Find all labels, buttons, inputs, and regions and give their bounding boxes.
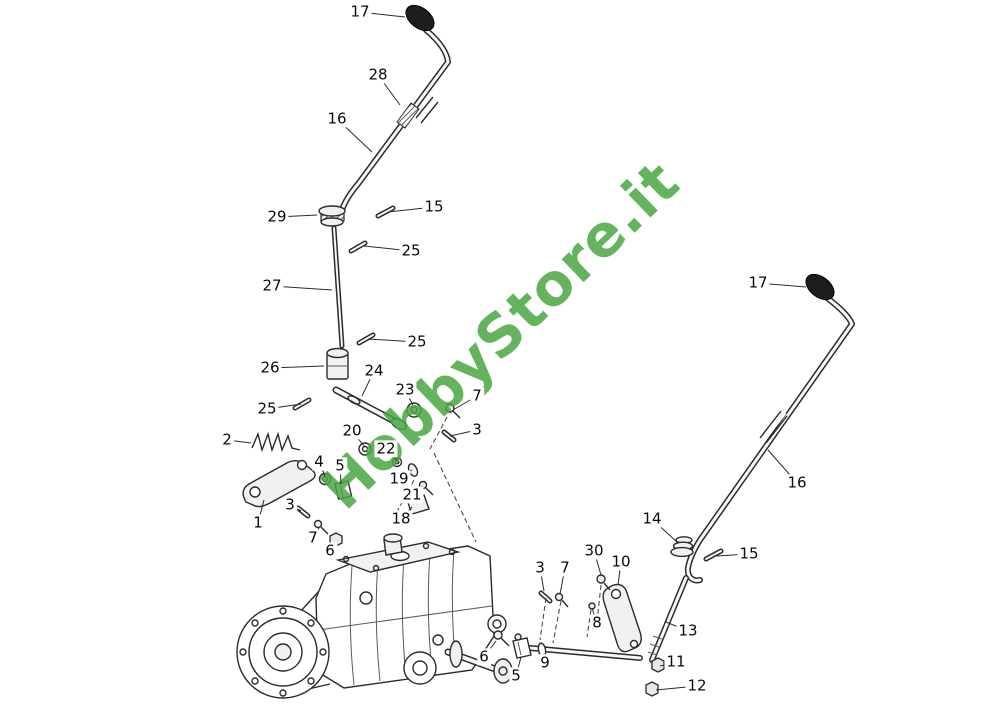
part-pin-25-c	[292, 397, 312, 411]
alignment-dash	[539, 597, 547, 641]
callout-8: 8	[590, 613, 604, 632]
callout-25: 25	[405, 332, 429, 351]
part-link-rod	[527, 645, 643, 661]
callout-21: 21	[400, 485, 424, 504]
part-bolt-7-a	[445, 403, 461, 419]
callout-3: 3	[533, 558, 547, 577]
callout-25: 25	[399, 241, 423, 260]
callout-6: 6	[477, 647, 491, 666]
part-pin-25-b	[356, 332, 376, 346]
callout-2: 2	[220, 430, 234, 449]
callout-22: 22	[374, 439, 398, 458]
callout-12: 12	[685, 676, 709, 695]
part-washer-22	[391, 456, 403, 468]
part-lever-bracket-10	[602, 583, 642, 653]
part-lever-1	[242, 459, 316, 508]
callout-7: 7	[558, 558, 572, 577]
callout-30: 30	[582, 541, 606, 560]
part-rod-13	[647, 575, 689, 663]
callout-17: 17	[348, 2, 372, 21]
callout-28: 28	[366, 65, 390, 84]
callout-7: 7	[306, 528, 320, 547]
callout-16: 16	[325, 109, 349, 128]
callout-7: 7	[470, 386, 484, 405]
part-bolt-7-b	[313, 519, 329, 535]
callout-14: 14	[640, 509, 664, 528]
callout-18: 18	[389, 509, 413, 528]
part-pin-15-right	[703, 548, 724, 562]
callout-19: 19	[387, 469, 411, 488]
part-cap-29	[318, 205, 346, 227]
part-shaft-24	[332, 386, 408, 431]
callout-15: 15	[737, 544, 761, 563]
part-knob-right-17	[805, 273, 835, 301]
callout-13: 13	[676, 621, 700, 640]
part-rod-27	[331, 225, 345, 349]
callout-25: 25	[255, 399, 279, 418]
alignment-dash	[433, 452, 477, 543]
part-clevis-5-b	[512, 633, 532, 659]
alignment-dash	[552, 600, 562, 644]
rod-break-marks-right	[759, 410, 788, 444]
callout-5: 5	[509, 666, 523, 685]
callout-23: 23	[393, 380, 417, 399]
callout-5: 5	[333, 456, 347, 475]
part-spring-2	[251, 431, 301, 453]
alignment-dash	[429, 416, 448, 450]
part-ring-20	[358, 442, 372, 456]
part-pin-25-a	[348, 240, 368, 254]
part-pin-3-c	[538, 590, 553, 604]
callout-3: 3	[470, 420, 484, 439]
part-knob-left-17	[405, 4, 435, 32]
callout-26: 26	[258, 358, 282, 377]
part-grip-band-28	[396, 102, 420, 129]
part-bushing-26	[326, 347, 349, 380]
callout-9: 9	[538, 653, 552, 672]
callout-3: 3	[283, 495, 297, 514]
callout-27: 27	[260, 276, 284, 295]
callout-20: 20	[340, 421, 364, 440]
callout-15: 15	[422, 197, 446, 216]
part-nut-12	[645, 681, 659, 697]
callout-24: 24	[362, 361, 386, 380]
part-pin-3-b	[295, 505, 311, 519]
callout-10: 10	[609, 552, 633, 571]
callout-17: 17	[746, 273, 770, 292]
part-washer-4	[318, 472, 332, 486]
part-ring-23	[406, 402, 422, 418]
callout-1: 1	[251, 513, 265, 532]
part-gear-lever-left	[337, 4, 451, 220]
part-nut-11	[651, 657, 665, 673]
callout-6: 6	[323, 541, 337, 560]
part-bolt-7-c	[554, 592, 569, 608]
callout-4: 4	[312, 452, 326, 471]
part-pin-3-a	[441, 429, 457, 443]
rod-break-marks	[415, 96, 439, 124]
part-bolt-6-b	[493, 630, 510, 647]
part-grommet-14	[670, 536, 694, 558]
callout-16: 16	[785, 473, 809, 492]
callout-29: 29	[265, 207, 289, 226]
callout-11: 11	[664, 652, 688, 671]
part-clevis-5-a	[334, 480, 353, 500]
part-pin-15-left	[375, 205, 396, 219]
